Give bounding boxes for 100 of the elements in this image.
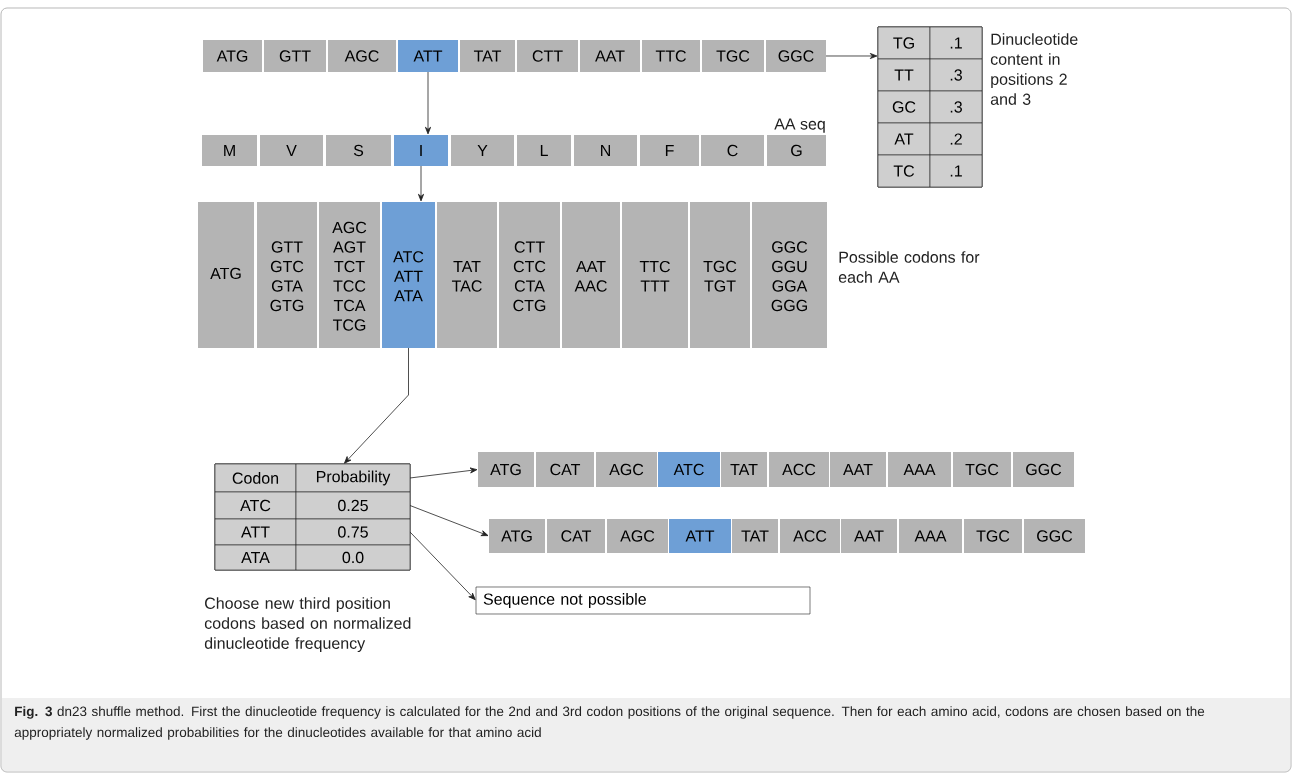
table-cell: GC [877,90,931,124]
figure-caption: Fig. 3 dn23 shuffle method. First the dinucleotide frequency is calculated for the 2nd and 3rd codon positions of the original sequence. Then for each amino acid, codons are chosen based on the appropriately normalized probabilities for the dinucleotides available for that amino acid [14,706,1205,740]
node-label: TAT [741,530,769,542]
node-label: TGC [965,463,999,476]
codon-column: CTT CTC CTA CTG [499,202,560,348]
amino-acid-cell: S [326,135,391,166]
codon-cell: CAT [536,452,594,487]
node-label: TAT TAC [451,260,482,292]
amino-acid-cell: C [701,135,764,166]
node-label: GTT [279,50,311,62]
node-label: AGC AGT TCT TCC TCA TCG [332,221,367,331]
codon-cell: TGC [702,40,764,72]
node-label: CTT CTC CTA CTG [513,241,546,312]
amino-acid-cell: I [394,135,448,166]
codon-cell: TAT [732,519,778,553]
node-label: GGC [1037,530,1073,542]
codon-cell: GGC [1013,452,1074,487]
table-cell: .3 [929,90,983,124]
arrow [344,347,409,464]
codon-cell: TGC [964,519,1022,553]
node-label: GTT GTC GTA GTG [270,241,304,312]
codon-column: GGC GGU GGA GGG [752,202,827,348]
table-cell: ATA [214,544,297,571]
codon-cell: ATT [398,40,458,72]
note-text: Dinucleotide content in positions 2 and 3 [990,33,1078,105]
node-label: GGC GGU GGA GGG [771,241,808,312]
codon-cell: AGC [596,452,657,487]
codon-column: TAT TAC [437,202,497,348]
codon-column: AAT AAC [562,202,620,348]
node-label: GGC [778,50,814,62]
text-box: Sequence not possible [475,586,811,615]
table-cell: TT [877,58,931,92]
node-label: TTC TTT [639,260,670,292]
codon-column: GTT GTC GTA GTG [257,202,317,348]
table-cell: 0.0 [295,544,411,571]
amino-acid-cell: Y [451,135,514,166]
node-label: ACC [793,530,827,542]
note-text: Choose new third position codons based on normalized dinucleotide frequency [204,597,411,653]
codon-cell: AAA [888,452,951,487]
node-label: TAT [473,50,502,62]
codon-cell: ACC [769,452,829,487]
amino-acid-cell: M [202,135,257,166]
codon-cell: TAT [721,452,767,487]
table-cell: 0.75 [295,518,411,546]
codon-cell: AGC [328,40,396,72]
codon-cell: TTC [642,40,700,72]
node-label: AAT [843,463,873,475]
node-label: TAT [730,463,758,475]
codon-cell: ATG [478,452,534,487]
node-label: AAT [854,530,884,542]
node-label: GGC [1026,463,1062,476]
codon-cell: GGC [766,40,826,72]
node-label: TGC [976,530,1010,542]
table-cell: ATT [214,518,297,546]
node-label: TGC TGT [703,260,737,292]
codon-cell: ACC [780,519,840,553]
arrow [409,467,478,479]
codon-cell: AAT [841,519,897,553]
table-cell: .2 [929,122,983,156]
codon-cell: GTT [264,40,326,72]
codon-cell: ATG [203,40,262,72]
node-label: AAT AAC [574,260,607,292]
codon-column: TTC TTT [622,202,688,348]
amino-acid-cell: V [260,135,323,166]
table-cell: 0.25 [295,491,411,520]
node-label: CTT [532,50,563,62]
table-cell: TC [877,154,931,188]
table-cell: .1 [929,26,983,60]
codon-cell: TGC [953,452,1011,487]
codon-cell: AAT [830,452,886,487]
node-label: ATG [490,463,521,476]
amino-acid-cell: F [640,135,699,166]
node-label: AAA [903,463,936,475]
codon-column: ATG [198,202,254,348]
amino-acid-cell: L [517,135,571,166]
node-label: AGC [609,463,644,476]
codon-cell: AGC [607,519,668,553]
node-label: ATG [501,530,532,542]
node-label: ACC [782,463,816,476]
arrow [409,531,476,601]
node-label: CAT [550,463,581,476]
table-cell: TG [877,26,931,60]
node-label: AAA [914,530,947,542]
amino-acid-cell: N [574,135,637,166]
codon-cell: ATT [669,519,731,553]
table-cell: .1 [929,154,983,188]
note-text: AA seq [774,118,825,133]
codon-cell: GGC [1024,519,1085,553]
codon-column: ATC ATT ATA [382,202,435,348]
codon-cell: CAT [547,519,605,553]
table-cell: Codon [214,463,297,493]
node-label: C [727,144,738,157]
amino-acid-cell: G [767,135,826,166]
table-cell: AT [877,122,931,156]
arrow [418,165,424,202]
codon-column: AGC AGT TCT TCC TCA TCG [319,202,380,348]
arrow [825,53,878,59]
node-label: AGC [344,50,379,62]
node-label: AAT [595,50,625,62]
node-label: CAT [561,530,592,542]
